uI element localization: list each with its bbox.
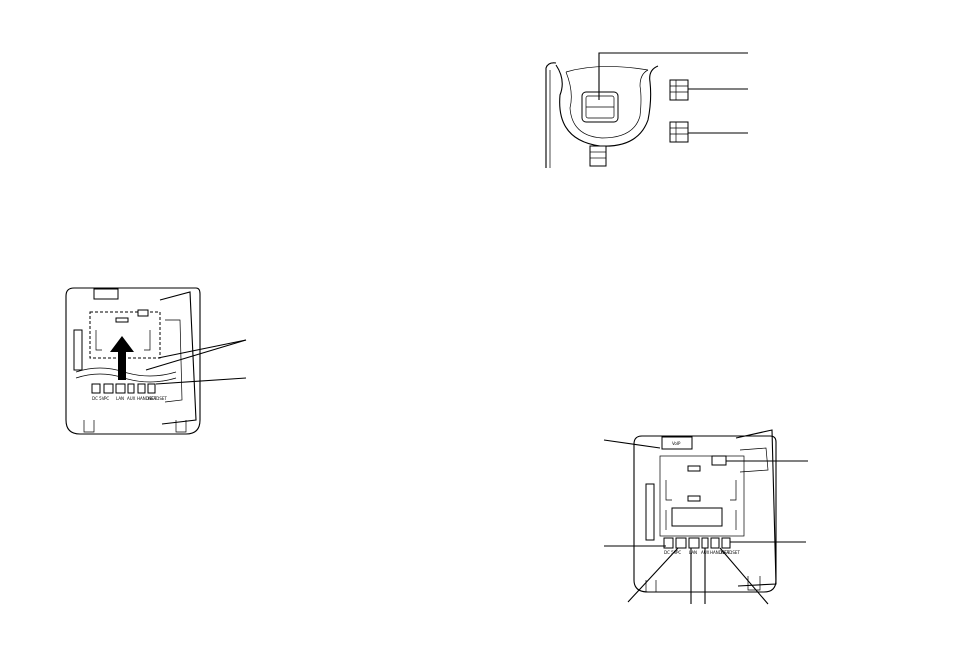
clip-slot [711, 455, 727, 466]
detail-port-label-headset: HEADSET [721, 550, 740, 555]
cradle-figure [545, 52, 748, 168]
back-view-figure: DC 5V PC LAN AUX HANDSET HEADSET [65, 287, 247, 435]
port-row [91, 383, 156, 394]
port-label-pc: PC [104, 396, 109, 401]
detail-port-label-lan: LAN [689, 550, 697, 555]
port-label-headset: HEADSET [148, 396, 167, 401]
port-row-detail [663, 537, 731, 549]
cradle-outline [555, 64, 659, 147]
port-label-lan: LAN [116, 396, 124, 401]
detail-port-label-pc: PC [676, 550, 681, 555]
up-arrow-icon [110, 336, 134, 380]
callout-port-leader [155, 377, 247, 385]
callout-handset-leader [719, 547, 769, 605]
callout-pc-leader [627, 547, 679, 603]
callout-hook-leader [598, 52, 748, 100]
callout-slot-leader-2 [145, 339, 247, 371]
wall-mount-clip-2 [669, 121, 689, 143]
callout-slot-leader-1 [157, 339, 247, 359]
top-plate [661, 436, 693, 450]
phone-body [65, 287, 201, 435]
port-label-dc: DC 5V [92, 396, 105, 401]
port-label-handset: HANDSET [137, 396, 157, 401]
top-label [93, 288, 119, 300]
top-plate-label: VoIP [672, 441, 681, 446]
cradle-tab [589, 145, 607, 167]
wall-mount-clip [669, 79, 689, 101]
callout-label-leader [603, 439, 661, 449]
phone-body-detail [633, 435, 777, 593]
back-detail-figure: VoIP DC 5V PC LAN AUX HANDSET HEADSET [603, 429, 808, 605]
detail-port-label-dc: DC 5V [664, 550, 677, 555]
phone-side-edge [545, 62, 557, 168]
detail-port-label-handset: HANDSET [710, 550, 730, 555]
port-label-aux: AUX [127, 396, 136, 401]
